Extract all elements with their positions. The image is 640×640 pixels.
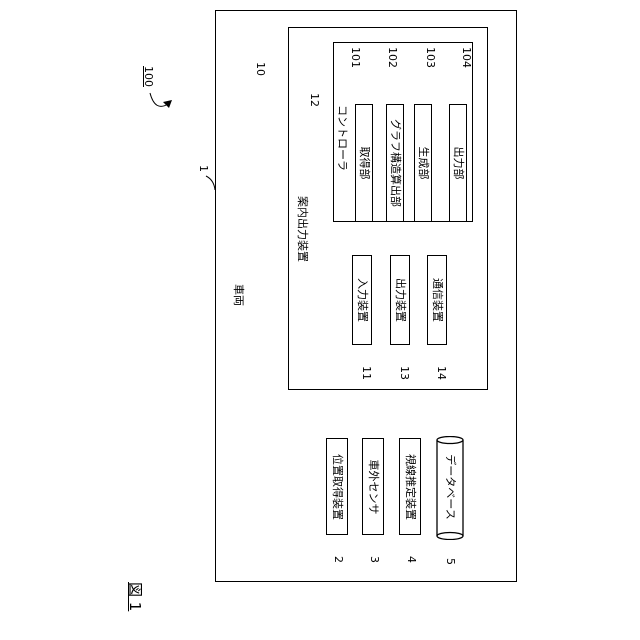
output-device-label: 出力装置 xyxy=(393,260,407,340)
database-label: データベース xyxy=(443,437,457,537)
output-device-ref: 13 xyxy=(398,366,410,382)
gaze-device-ref: 4 xyxy=(405,556,417,568)
position-device-label: 位置取得装置 xyxy=(330,437,344,537)
figure-label: 図 1 xyxy=(126,582,144,632)
unit-ref-generation: 103 xyxy=(424,47,436,77)
unit-ref-acquisition: 101 xyxy=(349,47,361,77)
controller-label: コントローラ xyxy=(335,98,349,178)
external-sensor-label: 車外センサ xyxy=(366,437,380,537)
input-device-ref: 11 xyxy=(360,366,372,382)
comm-device-label: 通信装置 xyxy=(430,260,444,340)
unit-label-acquisition: 取得部 xyxy=(357,123,371,203)
system-ref: 100 xyxy=(142,66,154,98)
unit-label-graph-structure: グラフ構造算出部 xyxy=(388,108,402,218)
guide-device-ref: 10 xyxy=(254,62,266,82)
unit-label-generation: 生成部 xyxy=(416,123,430,203)
input-device-label: 入力装置 xyxy=(355,260,369,340)
comm-device-ref: 14 xyxy=(435,366,447,382)
vehicle-ref: 1 xyxy=(197,165,209,179)
gaze-device-label: 視線推定装置 xyxy=(403,437,417,537)
position-device-ref: 2 xyxy=(332,556,344,568)
vehicle-label: 車両 xyxy=(231,275,245,315)
unit-ref-graph-structure: 102 xyxy=(386,47,398,77)
guide-device-label: 案内出力装置 xyxy=(295,184,309,274)
database-ref: 5 xyxy=(444,558,456,570)
controller-ref: 12 xyxy=(308,93,320,113)
unit-label-output: 出力部 xyxy=(451,123,465,203)
external-sensor-ref: 3 xyxy=(368,556,380,568)
unit-ref-output: 104 xyxy=(460,47,472,77)
